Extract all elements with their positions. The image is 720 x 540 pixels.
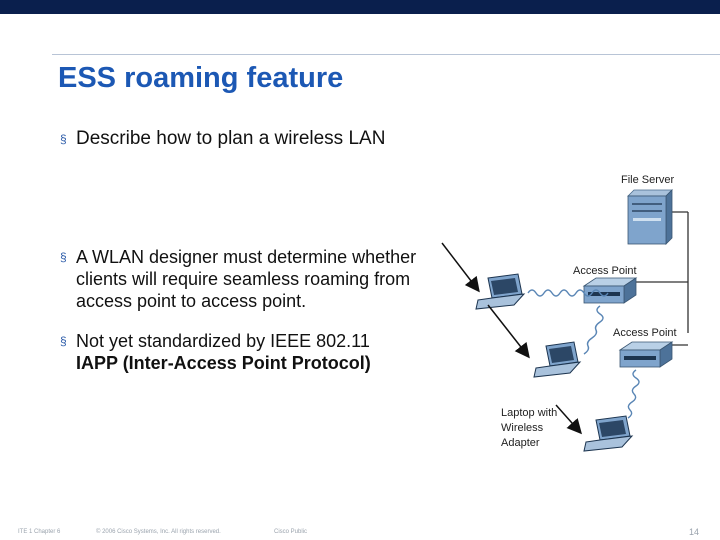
bullet-marker: § (60, 132, 67, 146)
laptop-label: Laptop with Wireless Adapter (501, 406, 557, 451)
footer-copyright: © 2006 Cisco Systems, Inc. All rights re… (96, 529, 221, 535)
bullet-iapp: § Not yet standardized by IEEE 802.11 IA… (60, 330, 480, 374)
bullet-marker: § (60, 334, 67, 348)
footer-chapter: ITE 1 Chapter 6 (18, 529, 61, 535)
slide-title: ESS roaming feature (58, 62, 344, 94)
page-number: 14 (689, 527, 700, 537)
access-point-icon (582, 277, 638, 304)
bullet-marker: § (60, 250, 67, 264)
file-server-icon (627, 189, 673, 245)
access-point-label: Access Point (613, 327, 677, 339)
pointer-arrows (441, 242, 582, 435)
laptop-label-line: Laptop with (501, 407, 558, 419)
access-point-label: Access Point (573, 265, 637, 277)
bullet-text-line2: IAPP (Inter-Access Point Protocol) (76, 353, 371, 373)
laptop-icon (475, 273, 526, 310)
laptop-icon (583, 415, 634, 452)
bullet-text: A WLAN designer must determine whether c… (76, 247, 417, 311)
laptop-icon (533, 341, 582, 378)
footer-classification: Cisco Public (274, 529, 308, 535)
laptop-label-line: Adapter (501, 437, 540, 449)
wireless-signal (527, 289, 640, 419)
access-point-icon (618, 341, 674, 368)
file-server-label: File Server (621, 174, 675, 186)
bullet-plan-wlan: § Describe how to plan a wireless LAN (60, 128, 385, 150)
title-divider (52, 54, 720, 55)
laptop-label-line: Wireless (501, 422, 544, 434)
bullet-text-line1: Not yet standardized by IEEE 802.11 (76, 331, 370, 351)
top-banner (0, 0, 720, 14)
bullet-wlan-designer: § A WLAN designer must determine whether… (60, 246, 470, 312)
bullet-text: Describe how to plan a wireless LAN (76, 128, 386, 149)
